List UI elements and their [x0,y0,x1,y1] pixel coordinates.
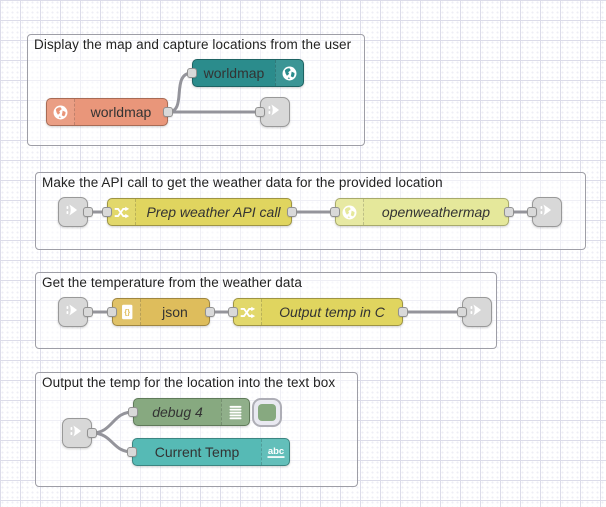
abc-icon: abc [261,439,289,465]
group-label: Display the map and capture locations fr… [34,37,352,52]
output-port[interactable] [504,207,514,217]
input-port[interactable] [457,307,467,317]
wire[interactable] [90,410,135,435]
debug-toggle-button[interactable] [252,398,282,427]
node-link-in[interactable] [58,297,88,327]
link-icon [536,199,558,226]
output-port[interactable] [83,307,93,317]
input-port[interactable] [127,447,137,457]
debug-toggle-state [258,404,276,421]
node-label: debug 4 [152,404,203,420]
input-port[interactable] [107,307,117,317]
globe-icon [47,99,75,125]
output-port[interactable] [83,207,93,217]
group-label: Output the temp for the location into th… [42,375,336,390]
wire[interactable] [90,431,134,454]
node-json[interactable]: {} json [112,298,210,326]
node-label: Prep weather API call [146,204,281,220]
json-icon: {} [113,299,141,325]
link-icon [62,199,84,226]
svg-text:abc: abc [267,446,283,457]
globe-icon [336,199,364,225]
globe-icon [275,60,303,86]
link-icon [466,299,488,326]
node-label: Current Temp [154,444,240,460]
node-worldmap-display[interactable]: worldmap [192,59,304,87]
svg-text:{}: {} [124,308,130,317]
group-label: Make the API call to get the weather dat… [42,175,443,190]
output-port[interactable] [398,307,408,317]
node-function-prep-weather[interactable]: Prep weather API call [107,198,292,226]
shuffle-icon [234,299,262,325]
wire[interactable] [166,71,194,114]
output-port[interactable] [163,107,173,117]
link-icon [66,420,88,447]
input-port[interactable] [102,207,112,217]
node-worldmap-in[interactable]: worldmap [46,98,168,126]
node-label: worldmap [90,104,152,120]
input-port[interactable] [527,207,537,217]
shuffle-icon [108,199,136,225]
link-icon [62,299,84,326]
node-link-out[interactable] [260,97,290,127]
node-label: openweathermap [381,204,491,220]
input-port[interactable] [187,68,197,78]
output-port[interactable] [287,207,297,217]
node-link-out[interactable] [462,297,492,327]
group-display-map[interactable]: Display the map and capture locations fr… [27,34,365,146]
node-label: json [162,304,188,320]
node-debug[interactable]: debug 4 [133,398,250,426]
node-label: Output temp in C [279,304,385,320]
input-port[interactable] [255,107,265,117]
node-openweathermap[interactable]: openweathermap [335,198,509,226]
input-port[interactable] [128,407,138,417]
group-label: Get the temperature from the weather dat… [42,275,302,290]
debug-icon [221,399,249,425]
output-port[interactable] [87,428,97,438]
node-label: worldmap [203,65,265,81]
node-function-output-temp[interactable]: Output temp in C [233,298,403,326]
link-icon [264,99,286,126]
input-port[interactable] [228,307,238,317]
group-output-temp[interactable]: Output the temp for the location into th… [35,372,358,487]
node-ui-text-current-temp[interactable]: Current Temp abc [132,438,290,466]
output-port[interactable] [205,307,215,317]
input-port[interactable] [330,207,340,217]
